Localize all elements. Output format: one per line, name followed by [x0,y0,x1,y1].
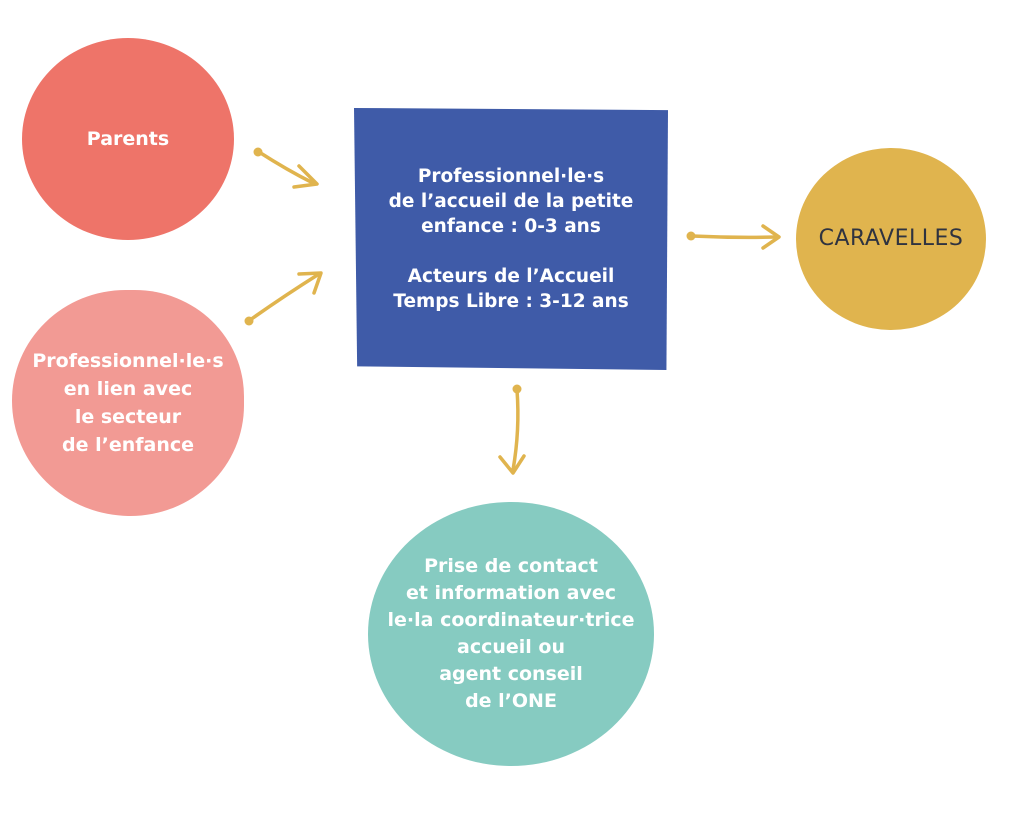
arrow-start-dot-center-right [686,231,696,241]
caravelles-node: CARAVELLES [796,148,986,330]
central-label: Professionnel·le·s de l’accueil de la pe… [388,166,634,312]
caravelles-label: CARAVELLES [818,226,964,251]
arrow-start-dot-parents [253,147,263,157]
professionals-node: Professionnel·le·s en lien avec le secte… [12,290,244,516]
arrow-parents-to-center [257,150,319,189]
arrow-start-dot-center-bottom [512,384,522,394]
arrow-start-dot-professionals [244,316,254,326]
contact-node: Prise de contact et information avec le·… [368,502,654,766]
contact-label: Prise de contact et information avec le·… [387,555,635,712]
parents-node: Parents [22,38,234,240]
arrow-center-to-contact [498,388,526,475]
central-node: Professionnel·le·s de l’accueil de la pe… [354,108,668,370]
parents-label: Parents [86,128,170,150]
professionals-label: Professionnel·le·s en lien avec le secte… [32,350,224,456]
arrow-professionals-to-center [248,271,323,322]
arrow-center-to-caravelles [690,224,781,250]
